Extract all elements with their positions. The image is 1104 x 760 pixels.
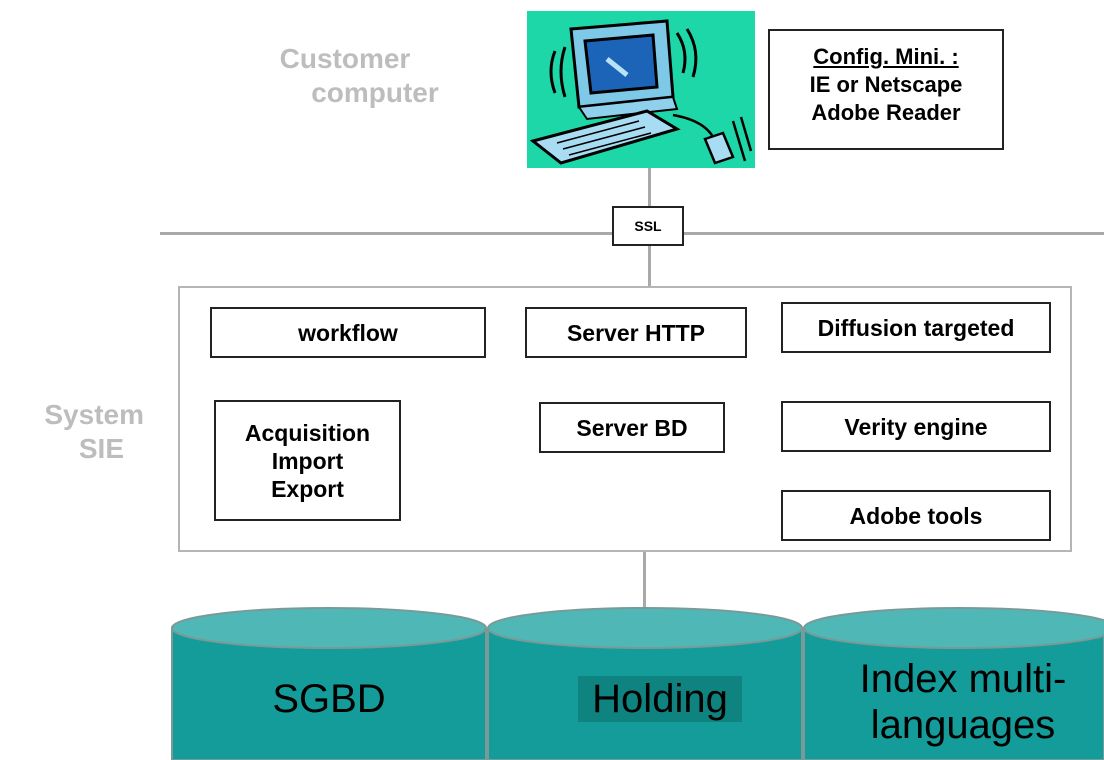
connector-system-db [643, 552, 646, 616]
config-browsers: IE or Netscape [809, 72, 963, 97]
database-sgbd-label: SGBD [272, 677, 386, 721]
customer-computer-label: Customer computer [250, 42, 440, 110]
adobe-tools-box: Adobe tools [781, 490, 1051, 541]
customer-label-line1: Customer [279, 43, 411, 74]
verity-engine-box: Verity engine [781, 401, 1051, 452]
export-label: Export [271, 475, 344, 502]
system-label-line2: SIE [78, 433, 124, 464]
database-holding-label: Holding [578, 676, 742, 722]
workflow-box: workflow [210, 307, 486, 358]
config-minimum-box: Config. Mini. : IE or Netscape Adobe Rea… [768, 29, 1004, 150]
system-label-line1: System [44, 399, 144, 430]
server-bd-box: Server BD [539, 402, 725, 453]
system-sie-label: System SIE [0, 398, 144, 466]
index-label-line1: Index multi- [859, 657, 1067, 701]
ssl-box: SSL [612, 206, 684, 246]
server-http-box: Server HTTP [525, 307, 747, 358]
diffusion-targeted-box: Diffusion targeted [781, 302, 1051, 353]
database-sgbd-icon [171, 607, 487, 760]
index-label-line2: languages [870, 703, 1056, 747]
database-index-label: Index multi- languages [818, 656, 1104, 748]
import-label: Import [271, 447, 344, 474]
database-cylinders [171, 607, 1104, 760]
config-title: Config. Mini. : [813, 44, 959, 69]
computer-icon [529, 19, 753, 165]
config-reader: Adobe Reader [811, 100, 961, 125]
computer-illustration [527, 11, 755, 168]
acquisition-label: Acquisition [244, 419, 371, 446]
acquisition-box: Acquisition Import Export [214, 400, 401, 521]
database-index-icon [803, 607, 1104, 760]
customer-label-line2: computer [311, 77, 439, 108]
